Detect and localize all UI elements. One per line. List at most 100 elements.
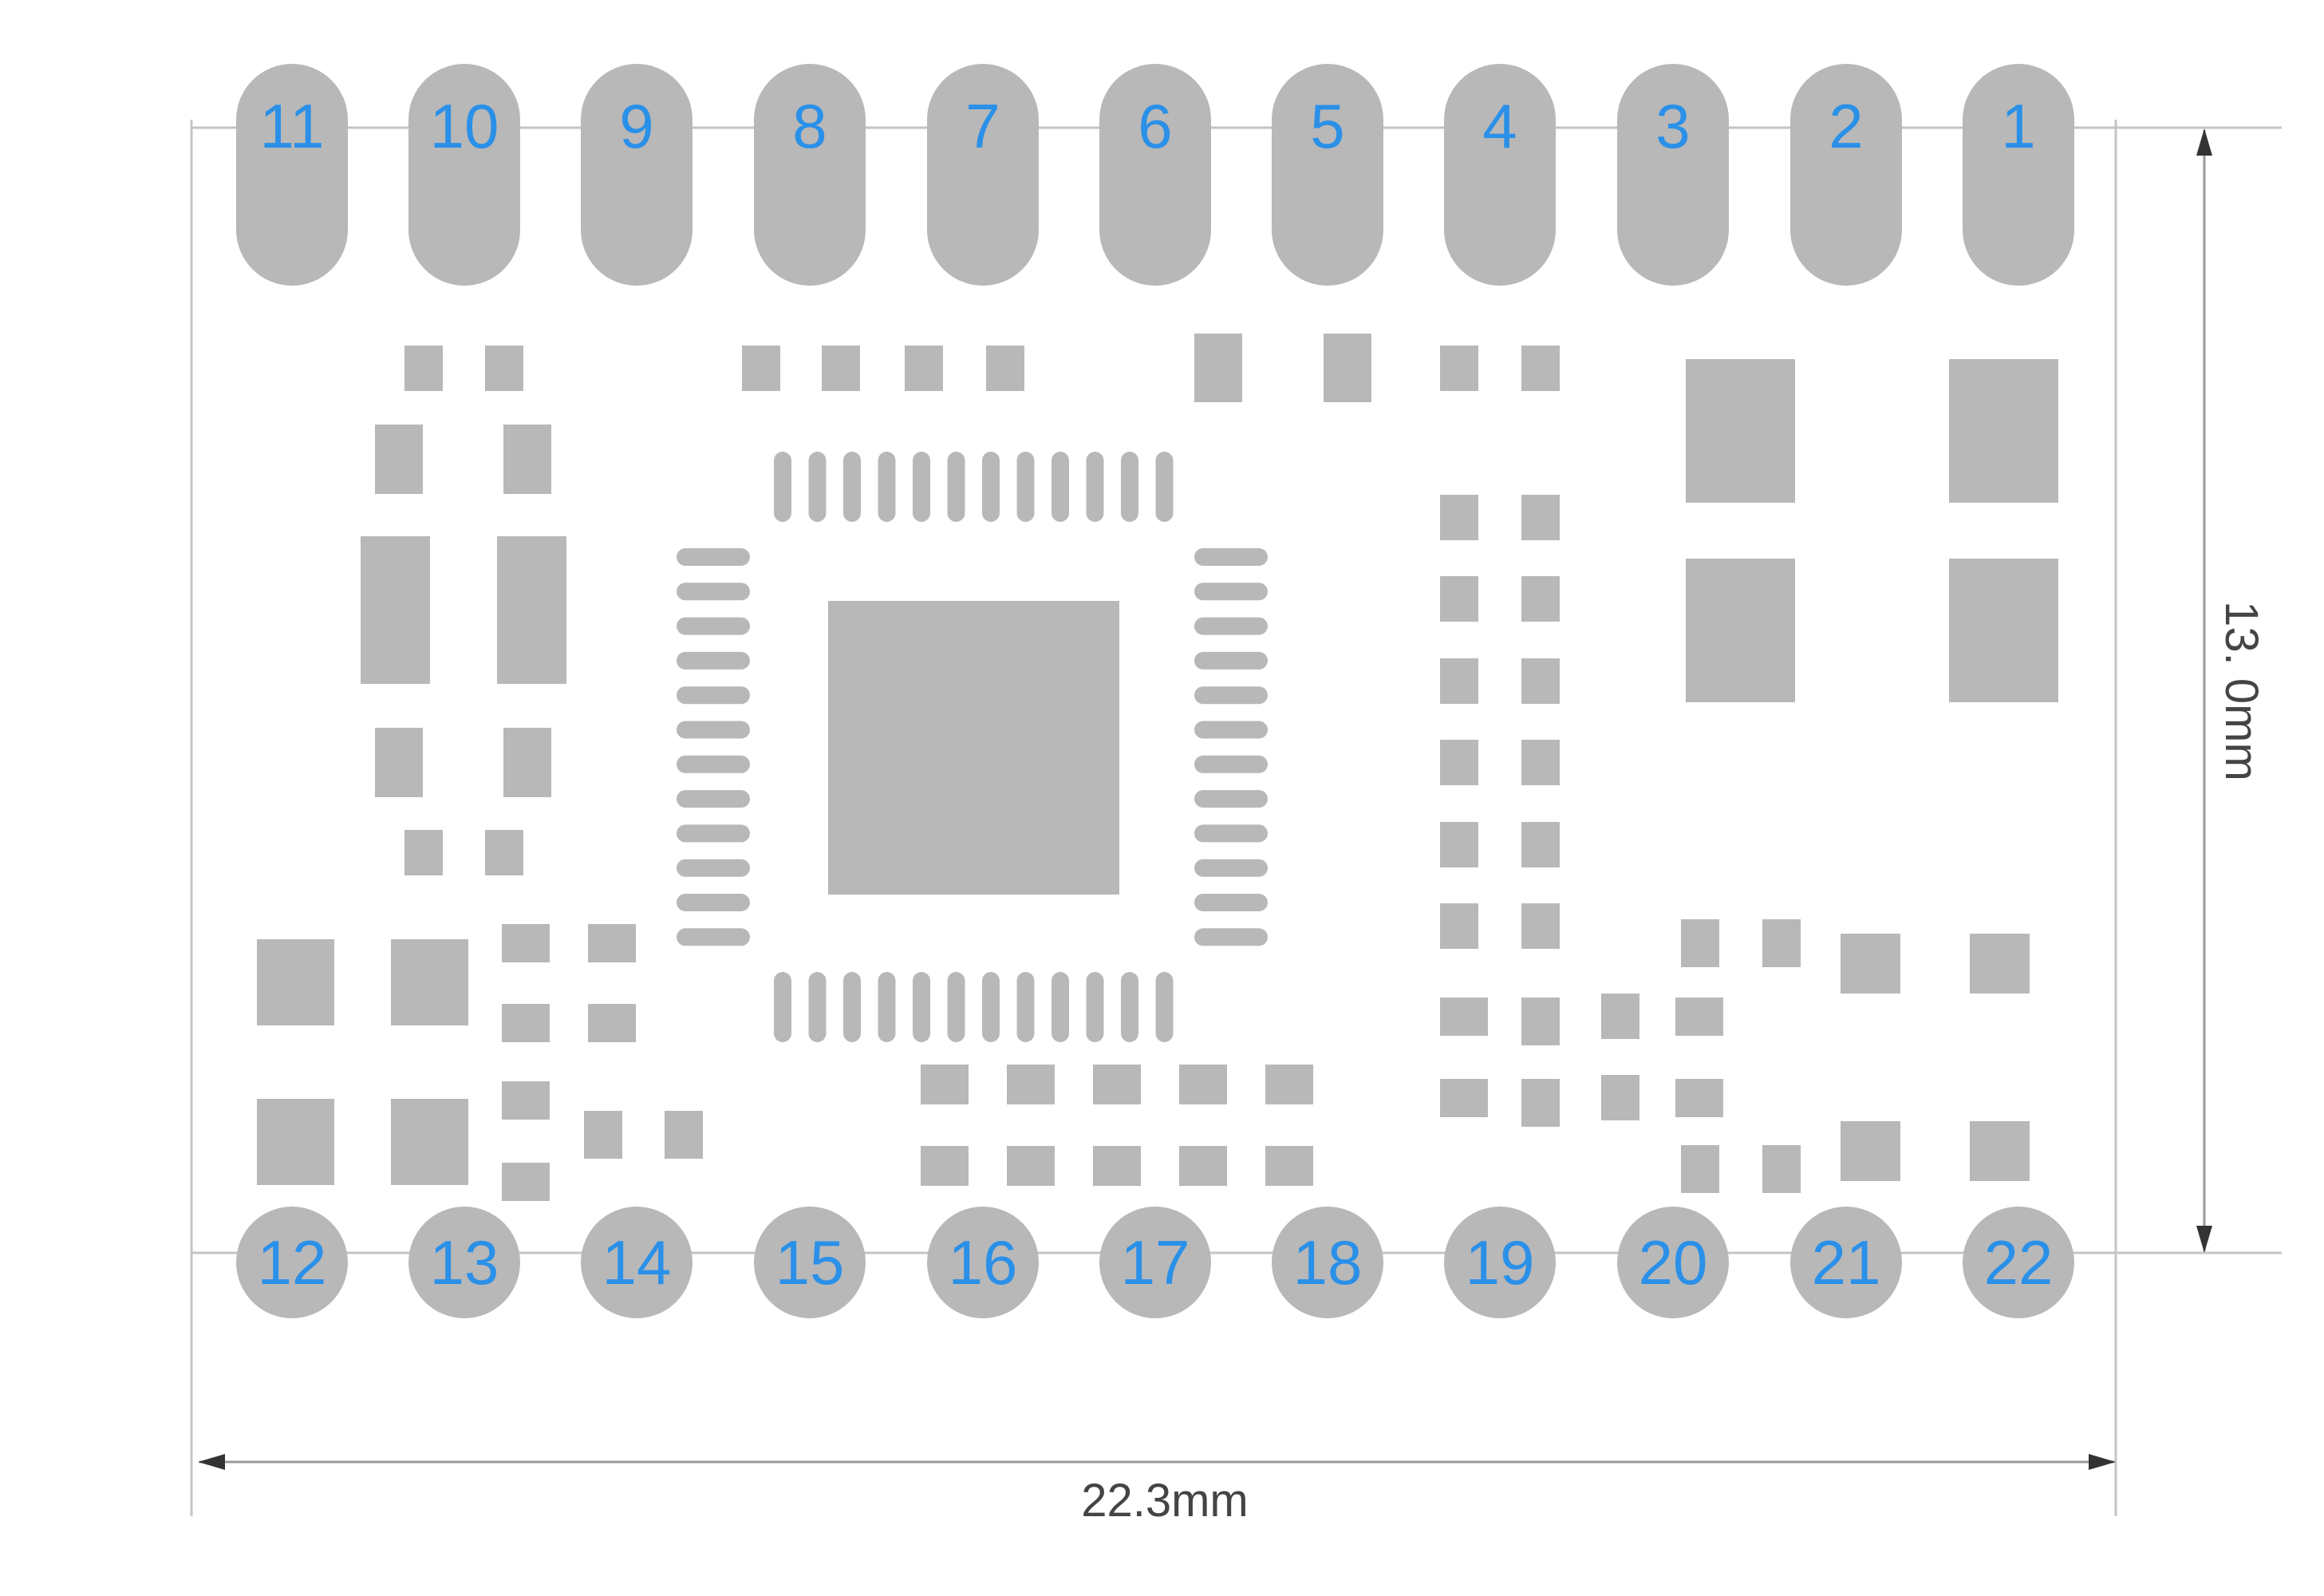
top-small-pad bbox=[1440, 346, 1478, 391]
ic-pin-pad bbox=[913, 972, 930, 1042]
top-pin: 7 bbox=[927, 64, 1039, 286]
ic-pin-pad bbox=[1194, 790, 1268, 808]
bottom-pin-pad bbox=[1963, 1207, 2074, 1318]
top-pin-pad bbox=[1790, 64, 1902, 286]
bottom-pin: 20 bbox=[1617, 1207, 1729, 1318]
ic-pin-pad bbox=[1194, 651, 1268, 670]
top-small-pad bbox=[742, 346, 780, 391]
ic-pin-pad bbox=[1086, 452, 1104, 522]
ic-pin-pad bbox=[982, 972, 1000, 1042]
width-arrow-left-icon bbox=[198, 1454, 225, 1470]
bottom-left-small-pad bbox=[665, 1111, 703, 1159]
bottom-pin-pad bbox=[1272, 1207, 1383, 1318]
bottom-pin-number: 17 bbox=[1121, 1227, 1190, 1298]
right-large-pad bbox=[1949, 559, 2058, 702]
ic-pin-pad bbox=[677, 617, 750, 635]
ic-pin-pad bbox=[947, 972, 965, 1042]
top-pin-pad bbox=[408, 64, 520, 286]
bottom-pin-pad bbox=[1099, 1207, 1211, 1318]
bottom-pin-pad bbox=[581, 1207, 692, 1318]
bottom-right-small-pad bbox=[1762, 919, 1801, 967]
ic-pin-pad bbox=[1194, 859, 1268, 877]
right-column-small-pad bbox=[1521, 998, 1560, 1045]
bottom-right-small-pad bbox=[1601, 1075, 1639, 1120]
bottom-pin-pad bbox=[927, 1207, 1039, 1318]
top-pin-pad bbox=[1617, 64, 1729, 286]
top-pin: 8 bbox=[754, 64, 866, 286]
bottom-pin-pad bbox=[1790, 1207, 1902, 1318]
ic-pin-pad bbox=[677, 790, 750, 808]
ic-exposed-pad bbox=[828, 601, 1119, 895]
right-column-small-pad bbox=[1440, 903, 1478, 949]
top-pin-pad bbox=[1444, 64, 1556, 286]
ic-pin-pad bbox=[982, 452, 1000, 522]
top-small-pad bbox=[822, 346, 860, 391]
bottom-grid-pad bbox=[1265, 1065, 1313, 1104]
ic-pin-pad bbox=[1194, 686, 1268, 705]
bottom-grid-pad bbox=[921, 1065, 969, 1104]
ic-pin-pad bbox=[677, 894, 750, 911]
bottom-left-square-pad bbox=[391, 1099, 468, 1185]
ic-pin-pad bbox=[1121, 452, 1138, 522]
ic-pin-pad bbox=[1194, 583, 1268, 601]
bottom-left-small-pad bbox=[502, 1081, 550, 1120]
ic-pin-pad bbox=[1016, 972, 1035, 1042]
left-small-pad bbox=[404, 830, 443, 875]
ic-pin-pad bbox=[878, 452, 896, 522]
top-small-pad bbox=[905, 346, 943, 391]
top-pin-pad bbox=[927, 64, 1039, 286]
height-dimension-label: 13. 0mm bbox=[2215, 601, 2267, 781]
ic-pin-pad bbox=[1194, 824, 1268, 843]
bottom-pin-number: 12 bbox=[258, 1227, 327, 1298]
left-resistor-pad bbox=[375, 728, 423, 797]
ic-pin-pad bbox=[677, 583, 750, 601]
top-pin: 4 bbox=[1444, 64, 1556, 286]
ic-pin-pad bbox=[843, 972, 861, 1042]
ic-left-pin-column bbox=[677, 548, 750, 946]
ic-pin-pad bbox=[808, 972, 827, 1042]
ic-pin-pad bbox=[774, 452, 791, 522]
right-column-small-pad bbox=[1521, 495, 1560, 540]
bottom-pin-pad bbox=[236, 1207, 348, 1318]
top-pin-number: 9 bbox=[619, 91, 653, 161]
bottom-pin: 12 bbox=[236, 1207, 348, 1318]
top-pin-number: 6 bbox=[1138, 91, 1172, 161]
bottom-pin-number: 20 bbox=[1639, 1227, 1708, 1298]
top-small-pad bbox=[986, 346, 1024, 391]
top-pin-number: 7 bbox=[965, 91, 1000, 161]
bottom-pin-pad bbox=[1617, 1207, 1729, 1318]
bottom-pin-number: 13 bbox=[430, 1227, 499, 1298]
bottom-pin: 22 bbox=[1963, 1207, 2074, 1318]
bottom-left-square-pad bbox=[257, 939, 334, 1025]
width-arrow-right-icon bbox=[2089, 1454, 2116, 1470]
top-pin-number: 1 bbox=[2001, 91, 2035, 161]
bottom-grid-pad bbox=[1007, 1065, 1055, 1104]
bottom-right-square-pad bbox=[1841, 1121, 1900, 1181]
bottom-pin: 18 bbox=[1272, 1207, 1383, 1318]
bottom-right-small-pad bbox=[1681, 919, 1719, 967]
top-small-pad bbox=[1521, 346, 1560, 391]
top-pin-number: 10 bbox=[430, 91, 499, 161]
ic-pin-pad bbox=[1052, 452, 1069, 522]
right-column-small-pad bbox=[1440, 1079, 1488, 1117]
bottom-pin: 13 bbox=[408, 1207, 520, 1318]
right-large-pad bbox=[1686, 559, 1795, 702]
bottom-right-square-pad bbox=[1970, 1121, 2030, 1181]
ic-pin-pad bbox=[1155, 452, 1174, 522]
bottom-pin-number: 14 bbox=[602, 1227, 672, 1298]
top-pin-pad bbox=[1272, 64, 1383, 286]
ic-pin-pad bbox=[1194, 894, 1268, 911]
ic-pin-pad bbox=[1194, 755, 1268, 773]
bottom-grid-pad bbox=[1093, 1146, 1141, 1186]
right-column-small-pad bbox=[1521, 740, 1560, 785]
height-arrow-top-icon bbox=[2196, 128, 2212, 156]
top-pin-number: 11 bbox=[260, 91, 325, 161]
top-pin: 3 bbox=[1617, 64, 1729, 286]
bottom-pin: 19 bbox=[1444, 1207, 1556, 1318]
bottom-right-small-pad bbox=[1675, 1079, 1723, 1117]
bottom-right-small-pad bbox=[1681, 1145, 1719, 1193]
right-large-pad bbox=[1949, 359, 2058, 503]
top-pin: 2 bbox=[1790, 64, 1902, 286]
